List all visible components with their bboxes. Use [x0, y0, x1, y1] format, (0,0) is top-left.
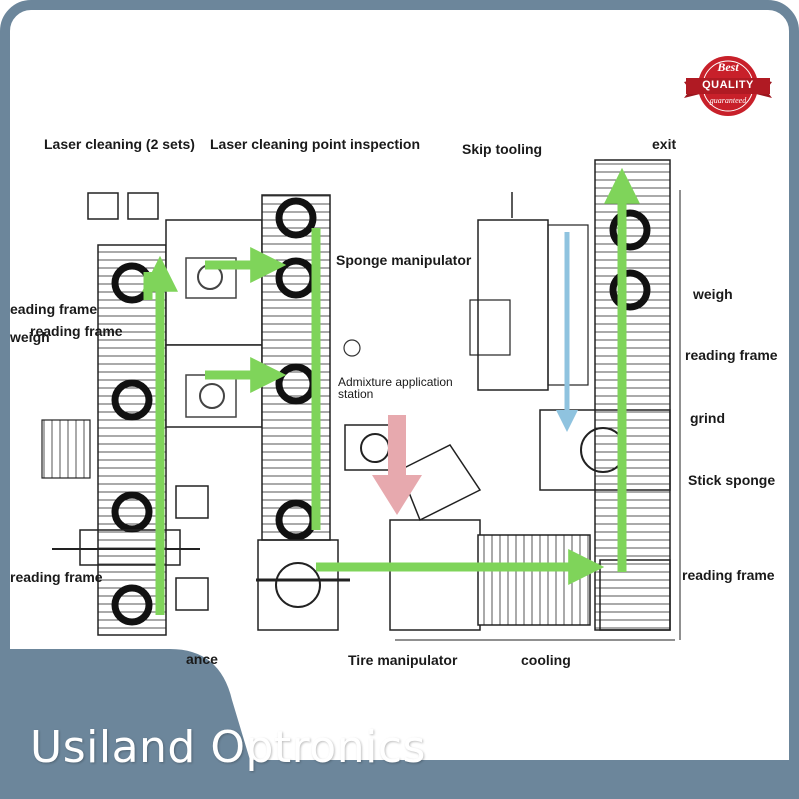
label-reading-frame-1: eading frame: [10, 301, 98, 317]
badge-guaranteed-text: guaranteed: [709, 96, 747, 105]
label-admixture-line2: station: [338, 387, 374, 401]
label-tire-manipulator: Tire manipulator: [348, 652, 458, 668]
label-laser-cleaning: Laser cleaning (2 sets): [44, 136, 195, 152]
label-reading-frame-3: reading frame: [10, 569, 103, 585]
laser-cleaning-cells: [165, 219, 263, 611]
badge-quality-text: QUALITY: [702, 79, 754, 91]
label-grind: grind: [690, 410, 725, 426]
label-reading-frame-2: reading frame: [30, 323, 123, 339]
admixture-station: [344, 424, 482, 522]
label-admixture-line1: Admixture application: [338, 375, 453, 389]
label-stick-sponge: Stick sponge: [688, 472, 776, 488]
brand-name: Usiland Optronics: [30, 722, 426, 773]
right-conveyor: [539, 159, 681, 640]
sponge-feed-arrowhead: [556, 410, 578, 432]
label-weigh-left: weigh: [10, 329, 50, 345]
label-weigh-right: weigh: [693, 286, 733, 302]
badge-best-text: Best: [717, 60, 739, 74]
label-cooling: cooling: [521, 652, 571, 668]
admixture-feed-arrowhead: [372, 475, 422, 515]
label-sponge-manipulator: Sponge manipulator: [336, 252, 472, 268]
label-exit: exit: [652, 136, 677, 152]
skip-tooling: [469, 192, 589, 391]
label-reading-frame-right-1: reading frame: [685, 347, 778, 363]
best-quality-badge-icon: [684, 56, 772, 116]
label-entrance: ance: [186, 651, 218, 667]
label-laser-inspection: Laser cleaning point inspection: [210, 136, 421, 152]
left-conveyor: [41, 192, 200, 636]
brand-band: [0, 649, 799, 799]
label-skip-tooling: Skip tooling: [462, 141, 543, 157]
label-reading-frame-right-2: reading frame: [682, 567, 775, 583]
flow-arrows: [142, 167, 640, 615]
